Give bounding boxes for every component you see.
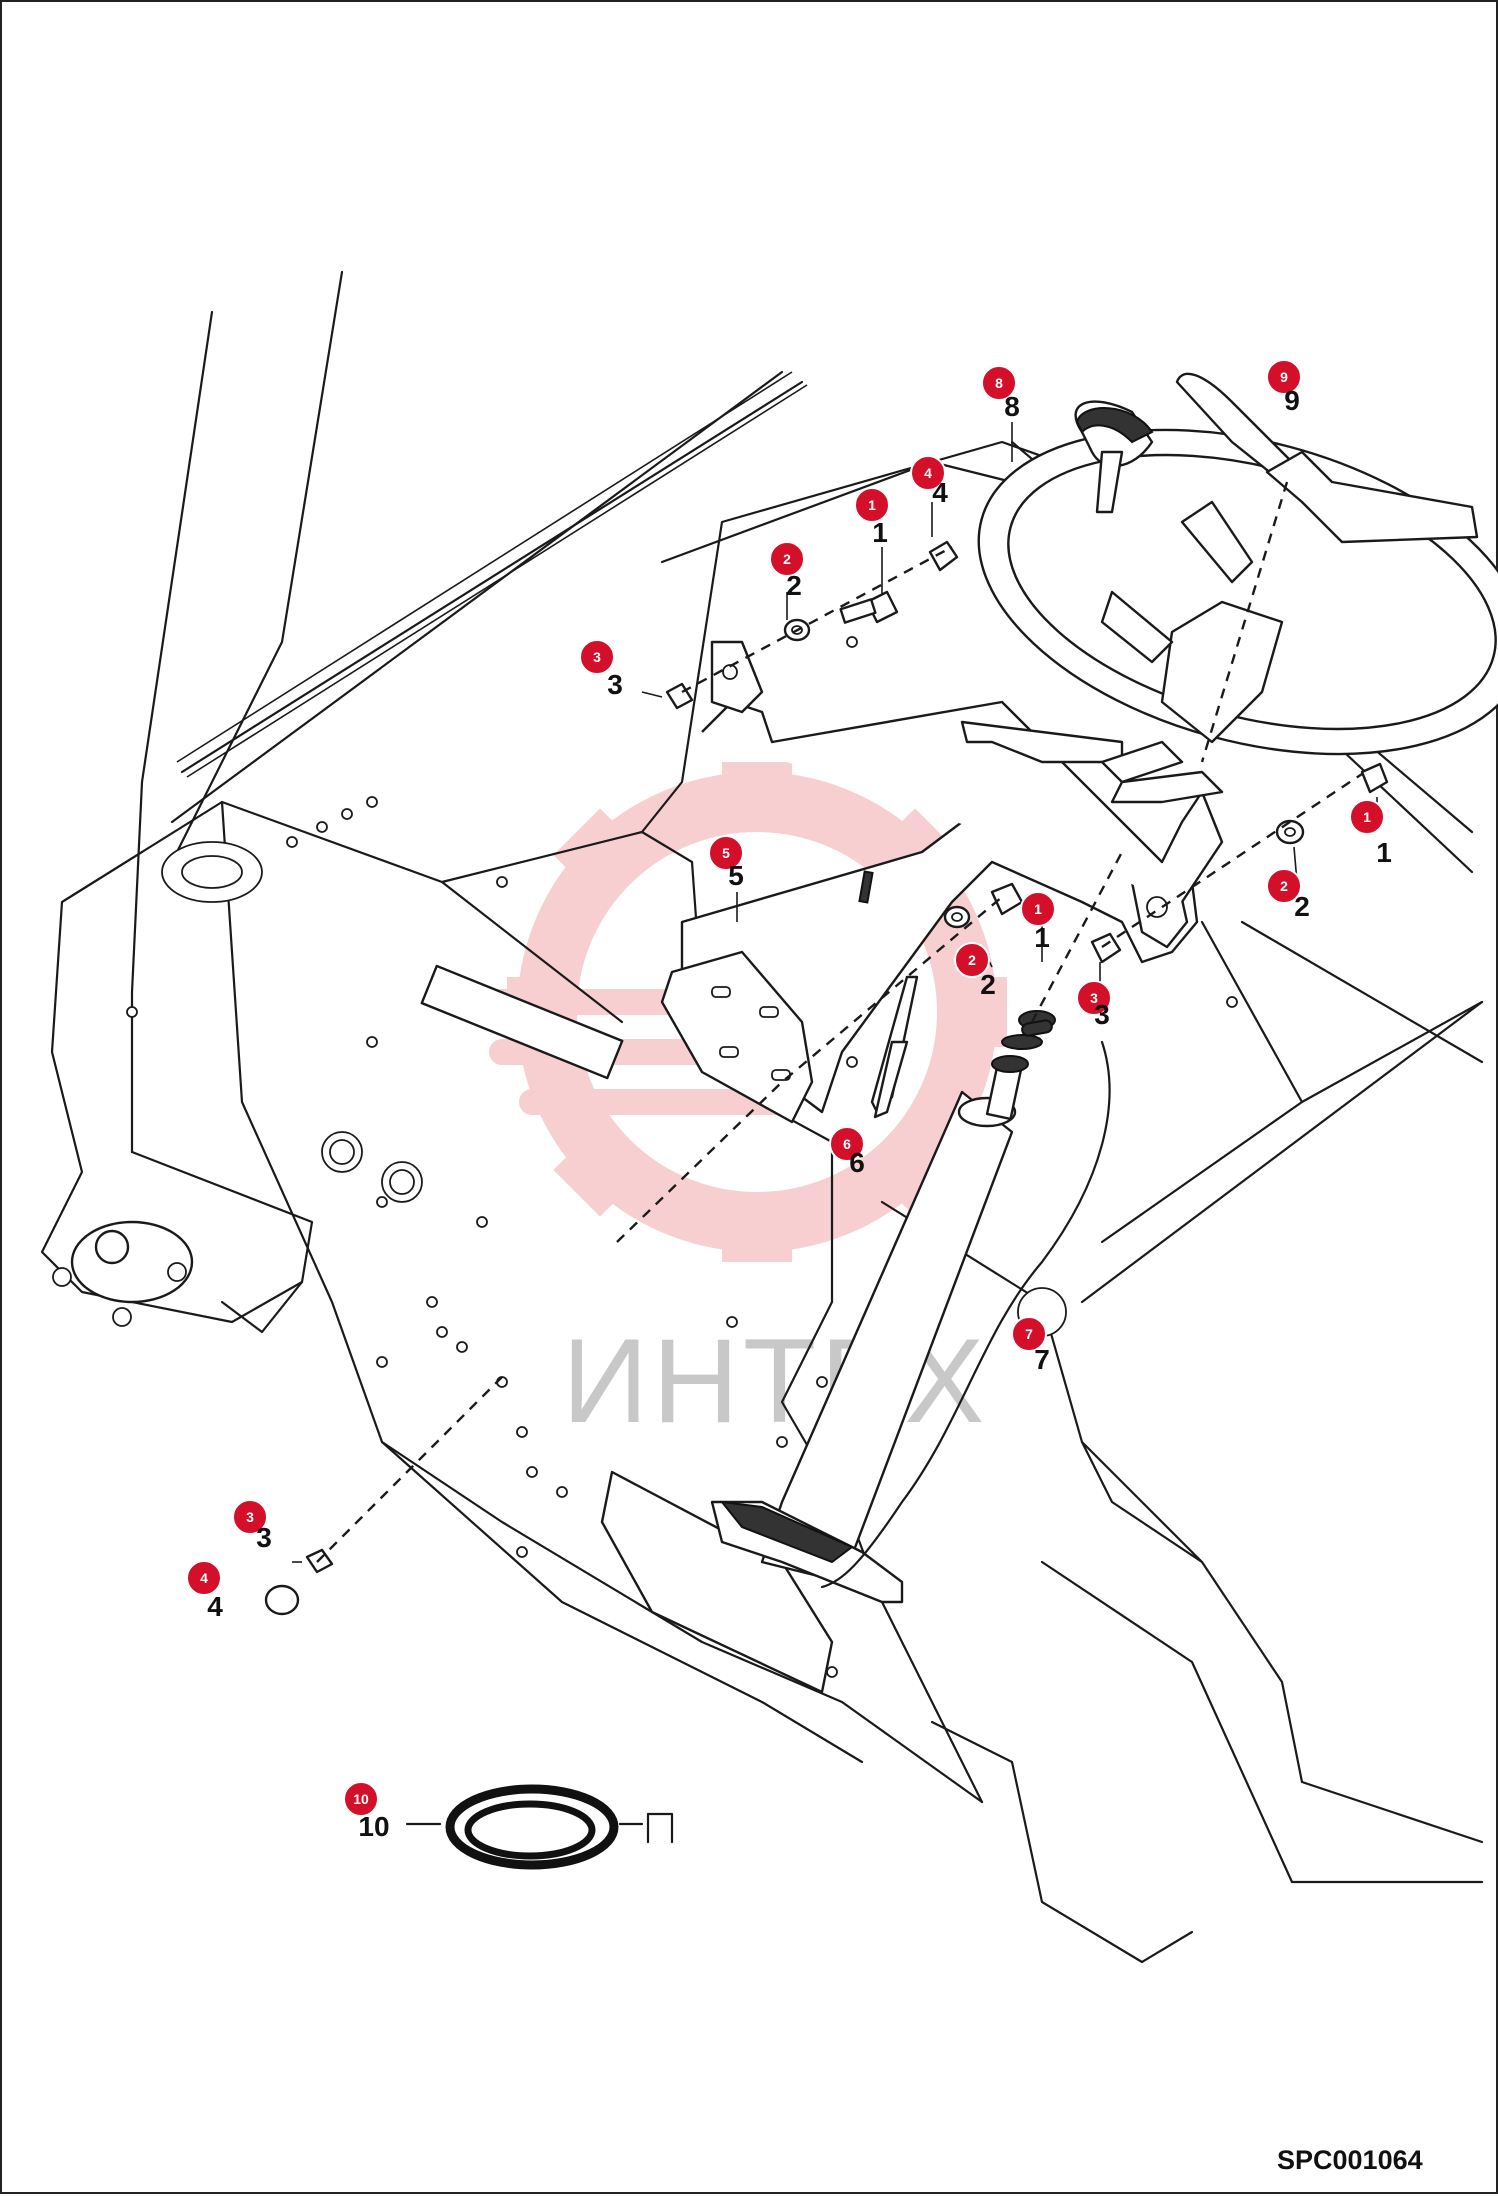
item-number-1: 1 (1034, 922, 1050, 953)
svg-text:4: 4 (200, 1570, 208, 1586)
svg-text:3: 3 (246, 1509, 254, 1525)
item-number-1: 1 (1376, 837, 1392, 868)
svg-text:9: 9 (1280, 369, 1288, 385)
svg-text:7: 7 (1025, 1326, 1033, 1342)
svg-text:2: 2 (968, 952, 976, 968)
item-number-2: 2 (786, 570, 802, 601)
item-number-2: 2 (980, 969, 996, 1000)
pin-4-lower[interactable]: 4 (186, 1560, 222, 1596)
item-number-1: 1 (872, 517, 888, 548)
svg-text:2: 2 (1280, 878, 1288, 894)
pin-3-lower[interactable]: 3 (232, 1499, 268, 1535)
item-number-3: 3 (607, 669, 623, 700)
pin-2-upper[interactable]: 2 (769, 541, 805, 577)
item-numbers: 1 2 3 4 8 9 1 2 5 1 2 3 6 7 3 4 10 (207, 385, 1392, 1842)
svg-text:3: 3 (1090, 990, 1098, 1006)
support-strip (870, 975, 919, 1119)
pin-2-right[interactable]: 2 (1266, 868, 1302, 904)
svg-text:1: 1 (1363, 809, 1371, 825)
item-number-7: 7 (1034, 1344, 1050, 1375)
svg-text:4: 4 (924, 465, 932, 481)
cable-kit (405, 1784, 674, 1870)
pin-3-upper[interactable]: 3 (579, 639, 615, 675)
item-number-4: 4 (932, 477, 948, 508)
item-number-5: 5 (728, 860, 744, 891)
item-number-10: 10 (358, 1811, 389, 1842)
steering-wheel (977, 372, 1498, 804)
item-number-3: 3 (256, 1522, 272, 1553)
drawing-code: SPC001064 (1277, 2145, 1423, 2175)
position-pins: 1 2 3 4 8 9 1 2 5 1 2 3 6 7 3 4 10 (186, 359, 1385, 1817)
svg-text:3: 3 (593, 649, 601, 665)
item-number-2: 2 (1294, 891, 1310, 922)
pin-2-mid[interactable]: 2 (954, 942, 990, 978)
pin-9[interactable]: 9 (1266, 359, 1302, 395)
pin-7[interactable]: 7 (1011, 1316, 1047, 1352)
item-number-9: 9 (1284, 385, 1300, 416)
item-number-4: 4 (207, 1591, 223, 1622)
pin-6[interactable]: 6 (829, 1126, 865, 1162)
svg-text:6: 6 (843, 1136, 851, 1152)
item-number-8: 8 (1004, 391, 1020, 422)
pin-1-upper[interactable]: 1 (854, 487, 890, 523)
pin-1-right[interactable]: 1 (1349, 799, 1385, 835)
pin-1-mid[interactable]: 1 (1020, 891, 1056, 927)
svg-text:2: 2 (783, 551, 791, 567)
svg-text:8: 8 (995, 375, 1003, 391)
column-mount-bracket (660, 640, 1224, 1124)
svg-text:5: 5 (722, 845, 730, 861)
item-number-3: 3 (1094, 999, 1110, 1030)
svg-text:1: 1 (1034, 901, 1042, 917)
item-number-6: 6 (849, 1147, 865, 1178)
pin-10[interactable]: 10 (343, 1781, 379, 1817)
svg-text:10: 10 (353, 1791, 369, 1807)
pin-5[interactable]: 5 (708, 835, 744, 871)
cab-frame-outline (40, 270, 1484, 1964)
assembly-lines (316, 481, 1363, 1563)
steering-column (710, 1010, 1111, 1604)
pin-4-upper[interactable]: 4 (910, 455, 946, 491)
svg-text:1: 1 (868, 497, 876, 513)
pin-8[interactable]: 8 (981, 365, 1017, 401)
pin-3-mid[interactable]: 3 (1076, 980, 1112, 1016)
